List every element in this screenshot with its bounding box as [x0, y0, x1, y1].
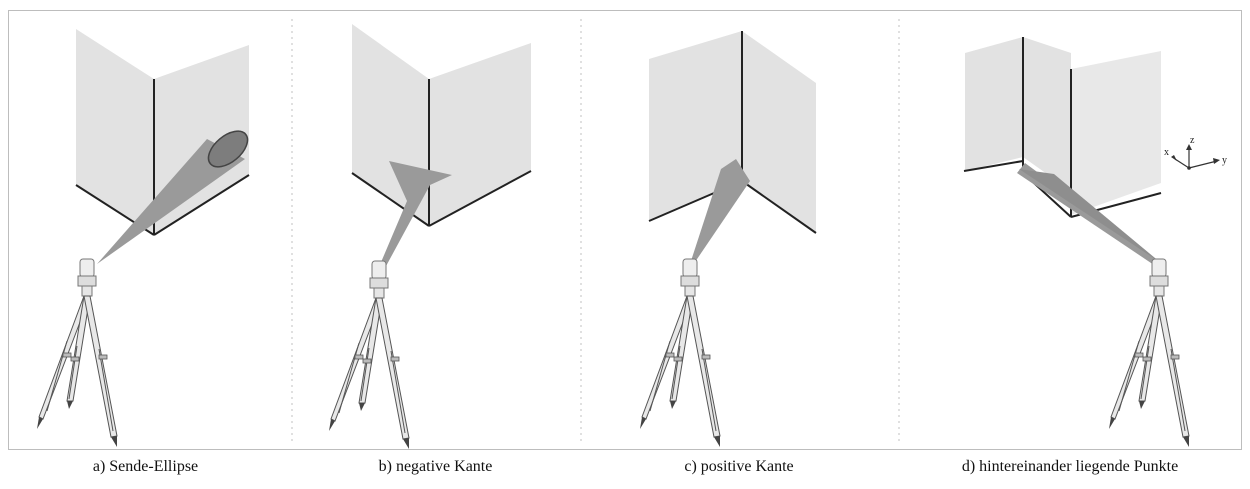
floor-line — [963, 160, 1024, 172]
floor-line — [428, 170, 532, 227]
tripod-scanner — [1108, 258, 1190, 448]
tripod-scanner — [639, 258, 721, 448]
tripod-scanner — [36, 258, 118, 448]
panel-b-scene — [328, 24, 532, 450]
wall-right — [742, 31, 816, 233]
laser-beam — [379, 161, 452, 268]
caption-panel-c: c) positive Kante — [684, 458, 794, 475]
floor-line — [741, 180, 817, 234]
floor-line — [351, 172, 430, 227]
wall-left — [649, 31, 742, 221]
tripod-scanner — [328, 260, 410, 450]
wall-left — [76, 29, 154, 235]
send-ellipse — [207, 130, 249, 168]
panel-d-scene: z x y — [963, 37, 1227, 448]
wall-back-right — [1023, 37, 1071, 191]
axis-label-z: z — [1190, 135, 1195, 146]
coordinate-axes: z x y — [1164, 135, 1227, 170]
panel-a-scene — [36, 29, 250, 448]
wall-back-left — [965, 37, 1023, 171]
panel-c-scene — [639, 31, 817, 448]
laser-beam — [1019, 169, 1161, 263]
figure-frame: z x y — [8, 10, 1242, 450]
caption-panel-d: d) hintereinander liegende Punkte — [961, 458, 1179, 475]
caption-panel-b: b) negative Kante — [378, 458, 493, 475]
axis-label-y: y — [1222, 155, 1227, 166]
scene-canvas: z x y — [36, 19, 1227, 450]
laser-beam — [97, 139, 245, 264]
axis-label-x: x — [1164, 147, 1169, 158]
floor-line — [153, 174, 250, 236]
caption-panel-a: a) Sende-Ellipse — [92, 458, 199, 475]
wall-right — [429, 43, 531, 226]
wall-front — [1071, 51, 1161, 215]
laser-beam — [690, 159, 750, 265]
